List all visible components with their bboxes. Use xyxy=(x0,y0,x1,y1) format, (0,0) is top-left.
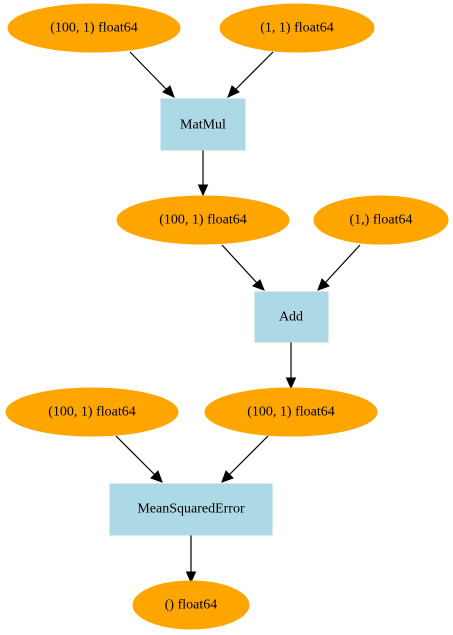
function-label: MatMul xyxy=(180,118,226,133)
variable-label: (1,) float64 xyxy=(350,213,413,228)
variable-label: (100, 1) float64 xyxy=(50,21,137,36)
variable-label: (100, 1) float64 xyxy=(247,405,334,420)
edge-v1-to-matmul xyxy=(129,51,175,98)
function-label: MeanSquaredError xyxy=(137,502,245,517)
edge-v4-to-add xyxy=(317,244,361,291)
variable-label: (1, 1) float64 xyxy=(260,21,333,36)
function-node-add: Add xyxy=(254,291,329,343)
function-node-mean-squared-error: MeanSquaredError xyxy=(109,483,273,536)
function-node-matmul: MatMul xyxy=(160,98,246,151)
variable-label: (100, 1) float64 xyxy=(48,405,135,420)
variable-node-v4: (1,) float64 xyxy=(313,195,449,245)
edges xyxy=(115,51,361,584)
variable-node-v3: (100, 1) float64 xyxy=(116,195,290,245)
variable-node-v2: (1, 1) float64 xyxy=(219,3,375,53)
edge-v6-to-mse xyxy=(115,435,163,483)
variable-label: () float64 xyxy=(165,598,217,613)
edge-v5-to-mse xyxy=(221,435,269,483)
function-label: Add xyxy=(279,310,303,325)
variable-node-v6: (100, 1) float64 xyxy=(5,387,179,437)
edge-v3-to-add xyxy=(221,244,265,291)
variable-label: (100, 1) float64 xyxy=(159,213,246,228)
edge-matmul-to-v3 xyxy=(197,150,209,197)
variable-node-v7: () float64 xyxy=(132,580,250,630)
edge-mse-to-v7 xyxy=(185,535,197,584)
edge-v2-to-matmul xyxy=(227,51,274,98)
variable-node-v5: (100, 1) float64 xyxy=(204,387,378,437)
variable-node-v1: (100, 1) float64 xyxy=(7,3,181,53)
edge-add-to-v5 xyxy=(285,342,297,390)
